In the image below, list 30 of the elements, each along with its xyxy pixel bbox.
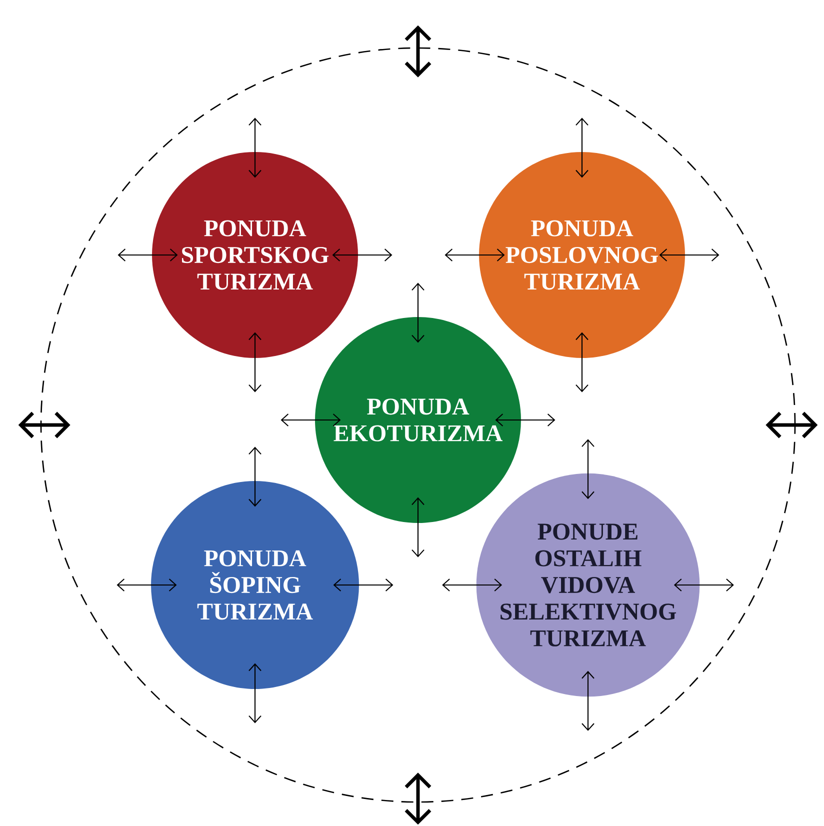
double-arrow [332, 248, 392, 262]
double-arrow [248, 446, 262, 507]
circle-node: PONUDA SPORTSKOG TURIZMA [152, 152, 358, 358]
double-arrow [582, 670, 594, 731]
double-arrow [674, 578, 734, 592]
double-arrow [248, 663, 262, 724]
double-arrow [412, 282, 424, 343]
double-arrow [442, 578, 502, 592]
circle-node: PONUDA ŠOPING TURIZMA [151, 481, 359, 689]
circle-node: PONUDA EKOTURIZMA [315, 317, 521, 523]
circle-node: PONUDE OSTALIH VIDOVA SELEKTIVNOG TURIZMA [476, 473, 700, 697]
double-arrow [404, 772, 432, 825]
double-arrow [582, 439, 594, 500]
double-arrow [659, 248, 720, 262]
double-arrow [576, 118, 588, 178]
circle-node: PONUDA POSLOVNOG TURIZMA [479, 152, 685, 358]
double-arrow [18, 412, 70, 438]
double-arrow [248, 332, 262, 392]
double-arrow [766, 412, 818, 438]
double-arrow [248, 118, 262, 178]
double-arrow [333, 578, 394, 592]
double-arrow [412, 497, 424, 558]
double-arrow [404, 25, 432, 78]
double-arrow [118, 248, 178, 262]
double-arrow [116, 578, 177, 592]
double-arrow [280, 414, 341, 426]
dashed-circle [40, 47, 796, 803]
double-arrow [444, 248, 505, 262]
double-arrow [576, 332, 588, 392]
double-arrow [495, 414, 556, 426]
